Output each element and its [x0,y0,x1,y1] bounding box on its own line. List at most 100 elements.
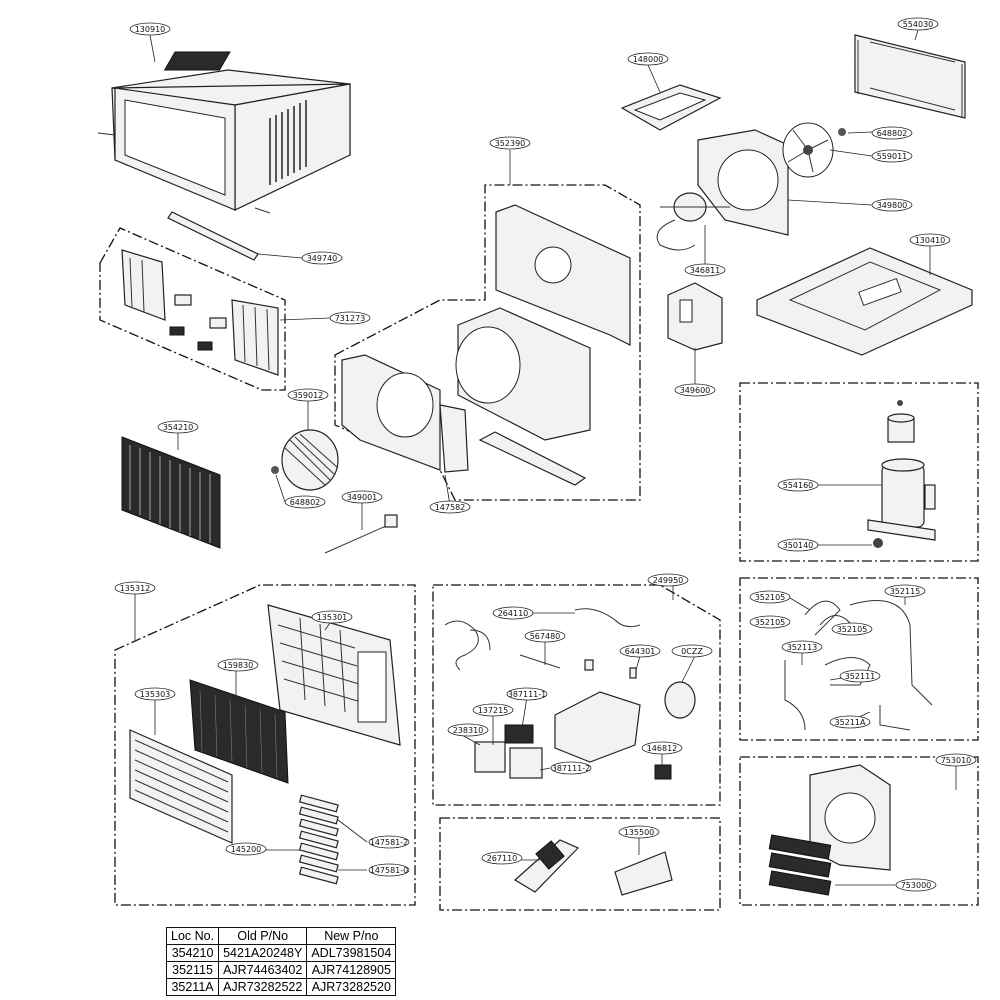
svg-text:352113: 352113 [787,643,818,652]
svg-text:135312: 135312 [120,584,151,593]
label-147581-0: 147581-0 [368,863,410,877]
label-0czz: 0CZZ [671,644,713,658]
table-cell: ADL73981504 [306,944,397,962]
callout-labels: 130910 554030 148000 352390 648802 55901… [114,17,977,892]
label-350140: 350140 [777,538,819,552]
svg-text:352115: 352115 [890,587,921,596]
svg-text:349740: 349740 [307,254,338,263]
label-135500: 135500 [618,825,660,839]
group-electrical [432,584,721,806]
table-cell: 5421A20248Y [218,944,308,962]
label-354210: 354210 [157,420,199,434]
svg-text:35211A: 35211A [835,718,866,727]
condenser-coil-part [854,34,966,119]
label-135301: 135301 [311,610,353,624]
svg-text:352111: 352111 [845,672,876,681]
label-352111: 352111 [839,669,881,683]
svg-text:137215: 137215 [478,706,509,715]
svg-text:135301: 135301 [317,613,348,622]
table-row: 352115 AJR74463402 AJR74128905 [165,961,397,979]
svg-text:350140: 350140 [783,541,814,550]
label-352105-c: 352105 [831,622,873,636]
group-compressor [739,382,979,562]
table-cell: AJR73282522 [218,978,308,996]
evaporator-part [121,436,221,549]
svg-text:130910: 130910 [135,25,166,34]
label-146812: 146812 [641,741,683,755]
svg-text:554160: 554160 [783,481,814,490]
top-rail-part [167,211,259,261]
svg-text:567480: 567480 [530,632,561,641]
group-front-frame [99,227,286,391]
table-header-cell: Old P/No [218,927,308,945]
svg-text:146812: 146812 [647,744,678,753]
part-number-table: Loc No. Old P/No New P/no 354210 5421A20… [165,927,397,996]
svg-text:387111-1: 387111-1 [508,690,547,699]
table-cell: 35211A [165,978,220,996]
label-352115: 352115 [884,584,926,598]
label-387111-2: 387111-2 [550,761,592,775]
front-panel-frame-part [267,604,401,746]
label-135312: 135312 [114,581,156,595]
label-264110: 264110 [492,606,534,620]
label-349800: 349800 [871,198,913,212]
table-header-cell: New P/no [306,927,397,945]
svg-text:135303: 135303 [140,690,171,699]
table-cell: AJR74128905 [306,961,397,979]
front-grille-part [129,729,233,844]
svg-text:147582: 147582 [435,503,466,512]
leader-lines [134,29,957,886]
part-number-table-grid: Loc No. Old P/No New P/no 354210 5421A20… [165,927,397,996]
label-159830: 159830 [217,658,259,672]
label-346811: 346811 [684,263,726,277]
label-753000: 753000 [895,878,937,892]
svg-text:753010: 753010 [941,756,972,765]
label-554030: 554030 [897,17,939,31]
table-row: 35211A AJR73282522 AJR73282520 [165,978,397,996]
svg-text:387111-2: 387111-2 [552,764,591,773]
shroud-fan-part [656,122,846,251]
svg-text:145200: 145200 [231,845,262,854]
svg-text:731273: 731273 [335,314,366,323]
top-plate-part [620,84,722,131]
base-pan-part [756,247,973,356]
blower-housing-part [341,204,631,486]
table-header-row: Loc No. Old P/No New P/no [165,927,397,945]
label-147581-2: 147581-2 [368,835,410,849]
svg-text:135500: 135500 [624,828,655,837]
svg-text:648802: 648802 [877,129,908,138]
condenser-cover-part [768,764,891,896]
piping-part [784,600,933,731]
table-row: 354210 5421A20248Y ADL73981504 [165,944,397,962]
label-35211a: 35211A [829,715,871,729]
label-352105-a: 352105 [749,590,791,604]
svg-text:148000: 148000 [633,55,664,64]
svg-text:559011: 559011 [877,152,908,161]
svg-text:354210: 354210 [163,423,194,432]
control-bracket-part [667,282,723,351]
label-753010: 753010 [935,753,977,767]
table-cell: 352115 [165,961,220,979]
label-349600: 349600 [674,383,716,397]
remote-part [513,839,673,896]
label-648802-top: 648802 [871,126,913,140]
svg-text:352105: 352105 [755,618,786,627]
label-644301: 644301 [619,644,661,658]
label-648802-bottom: 648802 [284,495,326,509]
label-249950: 249950 [647,573,689,587]
label-349740: 349740 [301,251,343,265]
svg-text:264110: 264110 [498,609,529,618]
label-238310: 238310 [447,723,489,737]
side-curtain-part [121,249,279,376]
svg-text:359012: 359012 [293,391,324,400]
group-piping [739,577,979,741]
svg-text:349800: 349800 [877,201,908,210]
label-567480: 567480 [524,629,566,643]
svg-text:238310: 238310 [453,726,484,735]
label-137215: 137215 [472,703,514,717]
label-731273: 731273 [329,311,371,325]
group-remote [439,817,721,911]
louver-blades-part [298,794,339,885]
svg-text:753000: 753000 [901,881,932,890]
